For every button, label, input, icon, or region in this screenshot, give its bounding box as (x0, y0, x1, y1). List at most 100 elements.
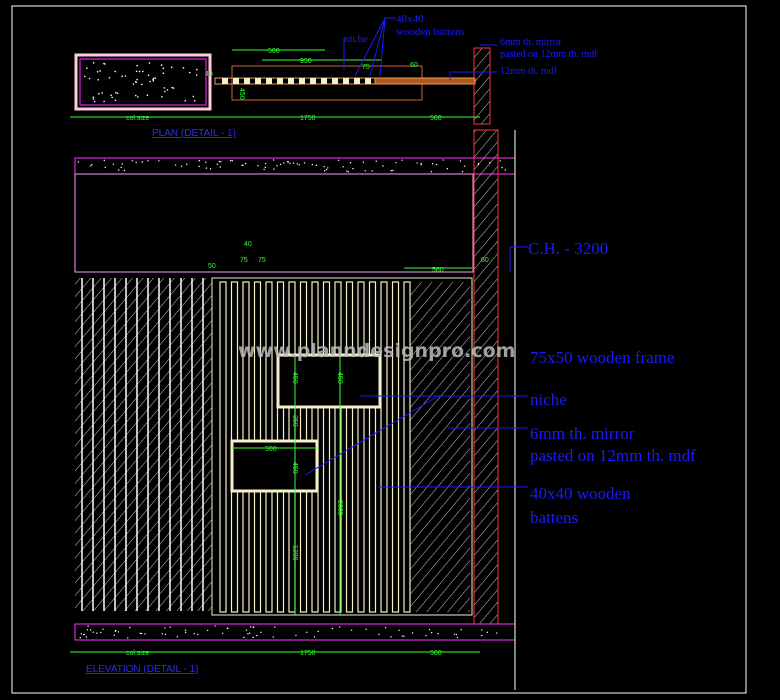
concrete-dot (184, 629, 187, 631)
concrete-dot (86, 67, 88, 69)
concrete-dot (96, 70, 99, 73)
plan-dim-60: 60 (410, 62, 418, 69)
concrete-dot (154, 77, 156, 79)
watermark: www.planndesignpro.com (238, 340, 515, 362)
concrete-dot (263, 168, 265, 171)
side-wall (473, 129, 499, 631)
concrete-dot (274, 626, 276, 628)
plan-batten (321, 78, 327, 84)
concrete-dot (461, 170, 464, 173)
plan-title: PLAN (DETAIL - 1) (152, 128, 236, 139)
plan-batten (266, 78, 272, 84)
plan-wall (473, 47, 491, 125)
concrete-dot (152, 77, 155, 80)
concrete-dot (195, 68, 198, 71)
concrete-dot (91, 163, 93, 166)
concrete-dot (298, 164, 301, 166)
batten-panel (211, 277, 473, 616)
concrete-dot (362, 161, 365, 163)
concrete-dot (219, 166, 221, 168)
concrete-dot (102, 628, 104, 630)
concrete-dot (420, 163, 422, 166)
concrete-dot (453, 633, 456, 635)
concrete-dot (152, 79, 155, 82)
concrete-dot (331, 627, 334, 630)
concrete-dot (264, 162, 267, 165)
concrete-dot (382, 165, 384, 167)
concrete-dot (184, 631, 187, 634)
elev-dim-1750: 1750 (300, 650, 316, 657)
concrete-dot (241, 164, 243, 166)
niche-lower (230, 439, 319, 493)
concrete-dot (375, 160, 377, 162)
concrete-dot (425, 634, 427, 637)
concrete-dot (245, 629, 248, 631)
concrete-dot (141, 83, 143, 86)
plan-batten (222, 78, 228, 84)
drawing-frame (11, 5, 747, 694)
concrete-dot (184, 99, 187, 102)
concrete-dot (390, 636, 392, 638)
elev-dim-50: 50 (208, 263, 216, 270)
concrete-dot (286, 161, 289, 163)
concrete-dot (249, 626, 252, 628)
concrete-dot (131, 160, 133, 162)
concrete-dot (127, 637, 129, 639)
concrete-dot (198, 159, 201, 162)
concrete-dot (456, 636, 459, 639)
batten (322, 281, 331, 613)
plan-label-battens-2: wooden battens (396, 26, 465, 38)
elev-dim-450a: 450 (291, 372, 298, 384)
concrete-dot (182, 67, 185, 69)
plan-view: 500 950 75 60 40 450 col.size 1750 560 4… (70, 13, 598, 139)
elev-dim-500: 500 (265, 446, 277, 453)
concrete-dot (121, 163, 123, 165)
concrete-dot (92, 62, 95, 64)
floor-slab (74, 623, 516, 641)
concrete-dot (272, 636, 274, 638)
concrete-dot (337, 159, 340, 162)
concrete-dot (97, 78, 100, 81)
concrete-dot (164, 627, 166, 629)
concrete-dot (147, 74, 150, 77)
concrete-dot (339, 626, 341, 628)
concrete-dot (172, 87, 175, 89)
concrete-dot (398, 629, 400, 631)
elev-dim-1200: 1200 (291, 545, 298, 561)
mirror-panel (410, 282, 470, 612)
label-battens-1: 40x40 wooden (530, 484, 631, 503)
concrete-dot (364, 170, 367, 172)
left-hatched-wall (75, 278, 212, 611)
plan-label-mdf: 12mm th. mdf (500, 66, 558, 77)
elev-dim-col: col.size (126, 650, 149, 657)
concrete-dot (371, 170, 373, 172)
concrete-dot (430, 632, 433, 634)
concrete-dot (390, 169, 392, 172)
concrete-dot (283, 162, 285, 164)
batten (380, 281, 388, 613)
concrete-dot (411, 632, 414, 634)
concrete-dot (85, 636, 88, 638)
concrete-dot (103, 62, 105, 65)
concrete-dot (144, 633, 146, 635)
concrete-dot (257, 165, 259, 167)
concrete-dot (89, 629, 92, 631)
concrete-dot (325, 168, 328, 171)
concrete-dot (77, 161, 80, 163)
concrete-dot (171, 86, 173, 89)
concrete-dot (160, 64, 163, 66)
concrete-dot (392, 169, 394, 172)
concrete-dot (140, 632, 143, 635)
concrete-dot (174, 164, 177, 166)
concrete-dot (378, 633, 380, 636)
concrete-dot (272, 159, 275, 161)
concrete-dot (142, 70, 144, 73)
concrete-dot (123, 169, 126, 172)
concrete-dot (161, 633, 163, 635)
concrete-dot (104, 166, 107, 169)
concrete-dot (416, 162, 418, 164)
concrete-dot (229, 159, 232, 162)
concrete-dot (197, 633, 199, 636)
plan-batten (365, 78, 371, 84)
concrete-dot (489, 162, 491, 164)
